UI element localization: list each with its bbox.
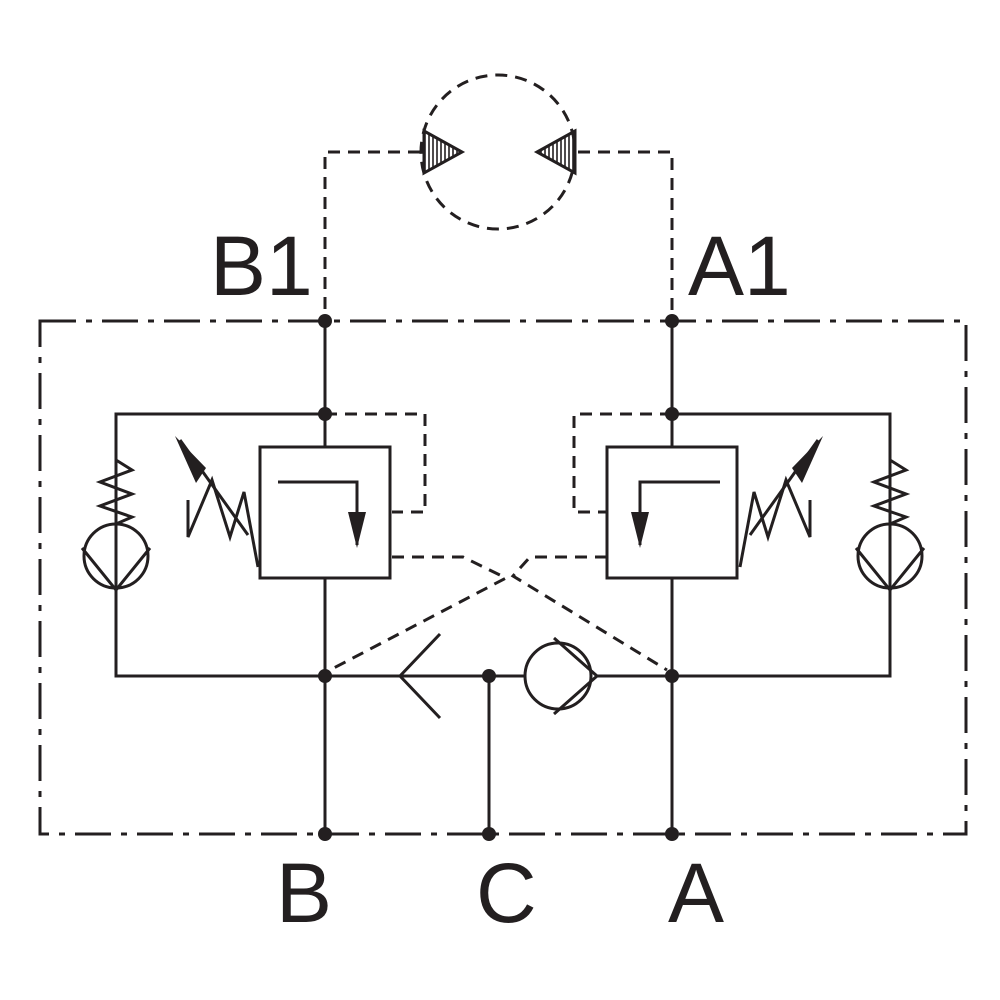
right-relief-valve: [572, 412, 739, 580]
port-label-b1: B1: [210, 219, 313, 313]
right-pilot-line: [572, 412, 672, 514]
valve-body-boundary: [38, 319, 968, 836]
left-adjustable-spring: [175, 436, 260, 568]
port-label-a: A: [668, 846, 724, 940]
port-label-a1: A1: [688, 219, 791, 313]
junction-a1: [665, 314, 679, 328]
right-adjustable-spring: [738, 436, 823, 568]
motor-line-b1: [323, 150, 420, 320]
motor-inlet-triangle-left: [422, 128, 466, 176]
left-bypass-line: [114, 412, 325, 678]
junction-port-c: [482, 827, 496, 841]
right-bypass-line: [672, 412, 892, 678]
left-check-valve: [80, 458, 152, 593]
cross-pilot-line-left: [329, 555, 510, 672]
right-flow-arrow: [638, 480, 720, 545]
port-label-b: B: [276, 846, 332, 940]
junction-right-upper: [665, 407, 679, 421]
junction-port-b: [318, 827, 332, 841]
motor-inlet-triangle-right: [533, 128, 577, 176]
left-flow-arrow: [278, 480, 359, 545]
left-check-spring: [95, 458, 137, 526]
left-relief-valve: [258, 412, 427, 580]
port-label-c: C: [476, 846, 537, 940]
left-pilot-line: [325, 412, 427, 514]
junction-port-a: [665, 827, 679, 841]
junction-center: [482, 669, 496, 683]
junction-left-lower: [318, 669, 332, 683]
junction-dots: [318, 314, 679, 841]
motor-line-a1: [578, 150, 674, 320]
cross-pilot-line-right: [510, 555, 668, 672]
right-check-valve: [854, 458, 926, 593]
right-check-spring: [869, 458, 911, 526]
junction-right-lower: [665, 669, 679, 683]
hydraulic-motor-symbol: [419, 73, 577, 231]
junction-left-upper: [318, 407, 332, 421]
junction-b1: [318, 314, 332, 328]
center-seat-chevron: [397, 632, 442, 720]
center-check-valve: [523, 636, 600, 716]
